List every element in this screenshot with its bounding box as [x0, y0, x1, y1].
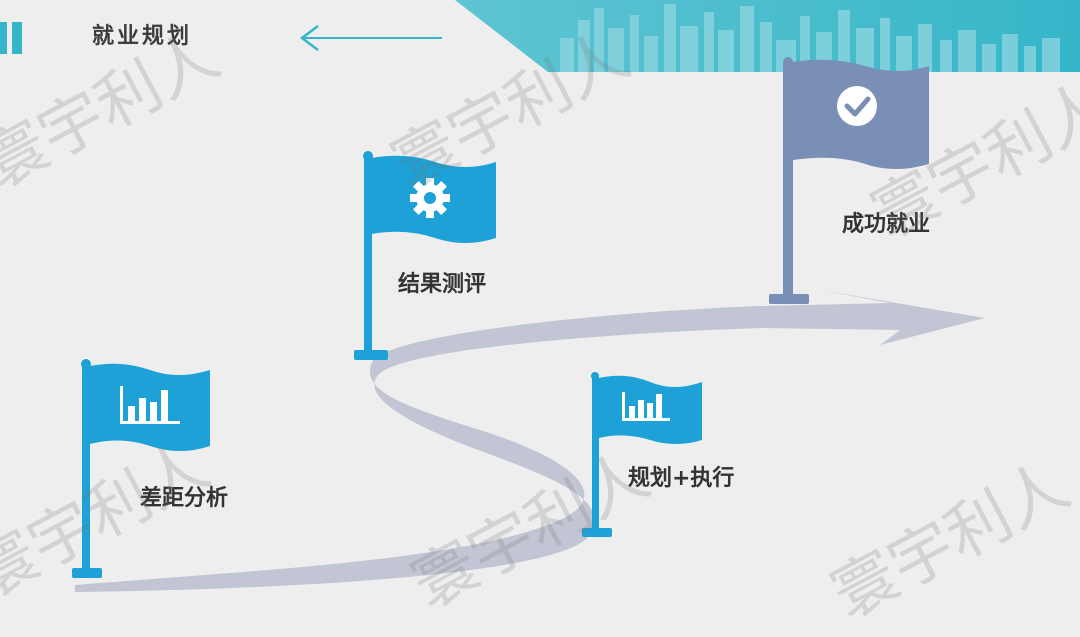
bar-chart-icon — [120, 386, 180, 424]
career-path-road — [75, 290, 985, 592]
page-title: 就业规划 — [92, 24, 193, 49]
header-accent-bar-secondary — [12, 22, 22, 54]
bar-chart-icon — [622, 392, 670, 421]
back-arrow-icon[interactable] — [298, 24, 446, 54]
step-label-successful-employment: 成功就业 — [842, 212, 931, 237]
step-label-result-evaluation: 结果测评 — [398, 272, 487, 297]
step-label-gap-analysis: 差距分析 — [140, 486, 229, 511]
flag-plan-execute — [582, 372, 702, 537]
flag-result-evaluation — [354, 151, 496, 360]
header-accent-bar — [0, 22, 7, 54]
flag-gap-analysis — [72, 359, 210, 578]
gear-icon — [410, 178, 450, 218]
flag-successful-employment — [769, 57, 929, 304]
checkmark-icon — [837, 86, 877, 126]
step-label-plan-execute: 规划+执行 — [628, 466, 735, 491]
city-skyline-banner — [455, 0, 1080, 72]
